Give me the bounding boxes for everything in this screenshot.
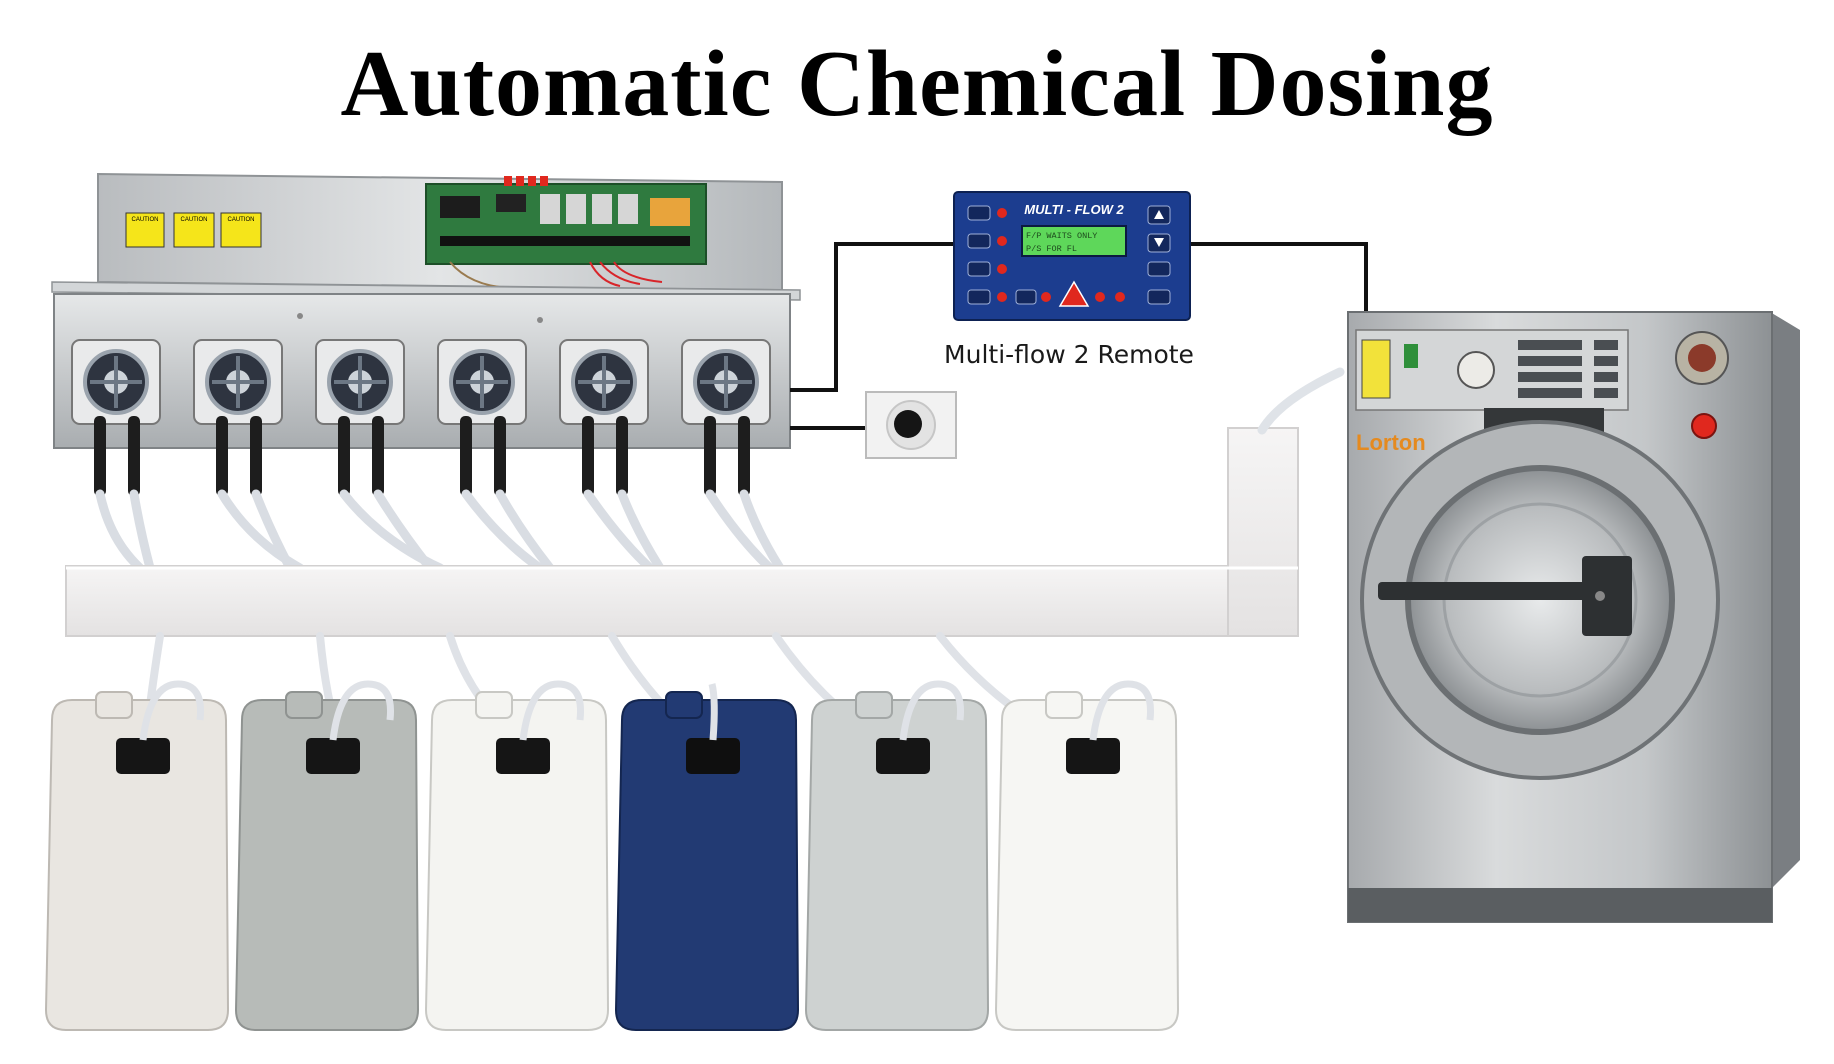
remote-brand: MULTI - FLOW 2	[1024, 202, 1124, 217]
washer-base	[1348, 888, 1772, 922]
warning-label	[220, 212, 262, 248]
remote-button[interactable]	[1147, 261, 1171, 277]
remote-lcd-line-2: P/S FOR FL	[1026, 244, 1077, 254]
power-plug	[894, 410, 922, 438]
remote-button[interactable]	[967, 289, 991, 305]
pump-3	[315, 339, 405, 496]
arrow-down-icon	[1154, 238, 1164, 247]
container-1	[44, 680, 230, 1031]
emergency-stop-button[interactable]	[1691, 413, 1717, 439]
warning-label	[173, 212, 215, 248]
remote-lcd	[1021, 225, 1127, 257]
circuit-board	[425, 176, 707, 289]
remote-led	[997, 208, 1007, 218]
container-3	[424, 680, 610, 1031]
remote-led	[997, 292, 1007, 302]
warning-label-text: CAUTION	[181, 217, 208, 223]
chemical-containers	[44, 680, 1180, 1031]
container-2	[234, 680, 420, 1031]
pump-4	[437, 339, 527, 496]
pump-tubes	[95, 489, 785, 573]
page-title: Automatic Chemical Dosing	[340, 32, 1494, 136]
washer-dial[interactable]	[1457, 351, 1495, 389]
container-6	[994, 680, 1180, 1031]
dispenser-front-plate	[53, 293, 791, 449]
pump-2	[193, 339, 283, 496]
pump-6	[681, 339, 771, 496]
remote-led	[997, 264, 1007, 274]
duct-horizontal	[65, 565, 1299, 637]
remote-led	[1041, 292, 1051, 302]
remote-button[interactable]	[967, 261, 991, 277]
remote-led	[1095, 292, 1105, 302]
warning-labels: CAUTION CAUTION CAUTION	[125, 212, 262, 248]
remote-lcd-line-1: F/P WAITS ONLY	[1026, 231, 1097, 241]
tube-duct	[65, 367, 1345, 637]
container-4	[614, 683, 800, 1031]
chemical-dispenser: CAUTION CAUTION CAUTION	[51, 172, 801, 496]
multi-flow-remote: MULTI - FLOW 2 F/P WAITS ONLY P/S FOR FL	[953, 191, 1191, 321]
remote-led	[1115, 292, 1125, 302]
washing-machine: Lorton	[1347, 311, 1800, 923]
remote-button[interactable]	[967, 233, 991, 249]
pump-5	[559, 339, 649, 496]
power-outlet	[790, 391, 957, 459]
washer-side	[1770, 312, 1800, 890]
container-5	[804, 680, 990, 1031]
warning-label-text: CAUTION	[228, 217, 255, 223]
arrow-up-icon	[1154, 210, 1164, 219]
remote-button[interactable]	[1147, 289, 1171, 305]
remote-button[interactable]	[1015, 289, 1037, 305]
control-cable	[790, 242, 1368, 392]
remote-led	[997, 236, 1007, 246]
pump-1	[71, 339, 161, 496]
duct-vertical	[1227, 427, 1299, 637]
warning-label-text: CAUTION	[132, 217, 159, 223]
remote-logo-icon	[1058, 280, 1090, 307]
washer-brand: Lorton	[1356, 430, 1426, 455]
remote-button[interactable]	[967, 205, 991, 221]
remote-caption: Multi-flow 2 Remote	[944, 340, 1194, 369]
washer-door-handle[interactable]	[1378, 582, 1592, 600]
washer-program-buttons	[1518, 340, 1618, 398]
warning-label	[125, 212, 165, 248]
